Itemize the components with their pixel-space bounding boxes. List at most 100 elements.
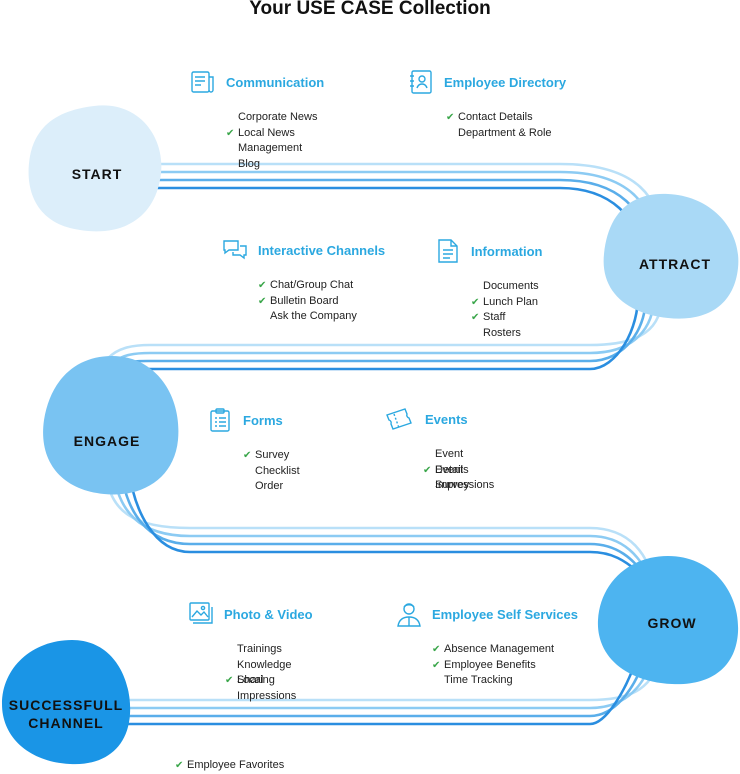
checkmark-icon: ✔ [471, 296, 480, 308]
list-item-label: Survey [435, 479, 470, 491]
section-title: Employee Self Services [432, 606, 578, 622]
section-title: Communication [226, 74, 325, 90]
list-item-label: Time Tracking [444, 674, 513, 686]
list-item-label: Local News [238, 126, 295, 139]
checkmark-icon: ✔ [226, 127, 235, 139]
list-item: Survey [423, 478, 494, 494]
list-item-label: Event Impressions [435, 463, 495, 492]
checkmark-icon: ✔ [432, 659, 441, 671]
document-icon [435, 238, 461, 264]
list-item-label: Employee Favorites [187, 759, 285, 771]
list-item-label: Absence Management [444, 643, 555, 655]
section-title: Interactive Channels [258, 242, 386, 258]
chat-bubbles-icon [222, 237, 248, 263]
page-title: Your USE CASE Collection [249, 0, 491, 19]
stage-attract-blob [603, 193, 739, 319]
list-item-label: Department & Role [458, 126, 552, 139]
employee-icon [396, 601, 422, 627]
stage-grow-label: GROW [647, 615, 697, 631]
item-list: Documents✔Lunch Plan✔Staff Rosters [471, 279, 543, 339]
stage-engage-blob [43, 356, 179, 495]
list-item: Knowledge Sharing [225, 658, 313, 687]
list-item-label: Corporate News [238, 111, 318, 123]
section-information: Information Documents✔Lunch Plan✔Staff R… [435, 237, 543, 339]
section-title: Events [425, 411, 468, 427]
path-line [120, 170, 656, 241]
checkmark-icon: ✔ [258, 280, 267, 291]
clipboard-icon [207, 407, 233, 433]
section-interactive-channels: Interactive Channels ✔Chat/Group Chat✔Bu… [222, 236, 386, 322]
section-title: Forms [243, 412, 283, 428]
stage-successful-channel-label: SUCCESSFULL CHANNEL [8, 697, 124, 731]
list-item-label: Chat/Group Chat [270, 279, 354, 291]
path-line [88, 289, 664, 401]
list-item-label: Employee Benefits [444, 658, 536, 671]
checkmark-icon: ✔ [258, 295, 267, 307]
list-item: ✔Chat/Group Chat [258, 278, 357, 294]
section-employee-self-services: Employee Self Services ✔Absence Manageme… [396, 600, 578, 686]
checkmark-icon: ✔ [175, 760, 184, 771]
path-line [119, 469, 657, 591]
list-item: ✔Survey [243, 448, 300, 464]
newspaper-icon [190, 69, 216, 95]
stage-successful-channel-blob [2, 640, 131, 765]
list-item: Event Details [423, 447, 494, 476]
stage-start-label: START [71, 166, 123, 182]
contact-book-icon [408, 69, 434, 95]
list-item: Ask the Company [258, 309, 357, 325]
list-item: Department & Role [446, 126, 552, 142]
list-item-label: Checklist [255, 464, 300, 477]
list-item-label: Management Blog [238, 142, 303, 170]
list-item-label: Lunch Plan [483, 295, 539, 308]
checkmark-icon: ✔ [225, 675, 234, 686]
list-item: ✔Local News [226, 126, 324, 142]
list-item: Order [243, 479, 300, 495]
path-line [127, 469, 657, 591]
stage-start-blob [28, 105, 162, 232]
list-item: Documents [471, 279, 543, 295]
list-item: Time Tracking [432, 673, 554, 689]
list-item-label: Order [255, 480, 284, 492]
checkmark-icon: ✔ [471, 312, 480, 323]
list-item: ✔Staff Rosters [471, 310, 543, 339]
path-line [110, 659, 638, 726]
list-item: ✔Absence Management [432, 642, 554, 658]
list-item: ✔Contact Details [446, 110, 552, 126]
stage-attract-label: ATTRACT [638, 256, 712, 272]
section-title: Employee Directory [444, 74, 567, 90]
list-item-label: Staff Rosters [483, 311, 521, 339]
path-line [110, 659, 662, 702]
list-item-label: Contact Details [458, 111, 533, 123]
ticket-icon [385, 406, 415, 432]
path-line [120, 186, 640, 241]
list-item: ✔Bulletin Board [258, 294, 357, 310]
list-item-label: Ask the Company [270, 310, 357, 322]
list-item: Trainings [225, 642, 313, 658]
list-item-label: Bulletin Board [270, 294, 339, 307]
path-line [111, 469, 657, 591]
path-line [103, 469, 657, 591]
stage-engage-label: ENGAGE [73, 433, 141, 449]
list-item: ✔Employee Favorites [175, 758, 284, 774]
list-item-label: Documents [483, 280, 539, 292]
list-item-label: Knowledge Sharing [237, 658, 292, 687]
list-item: Management Blog [226, 141, 324, 170]
checkmark-icon: ✔ [243, 450, 252, 461]
list-item: Corporate News [226, 110, 324, 126]
list-item: ✔Lunch Plan [471, 295, 543, 311]
checkmark-icon: ✔ [432, 644, 441, 655]
list-item-label: Local Impressions [237, 674, 297, 702]
